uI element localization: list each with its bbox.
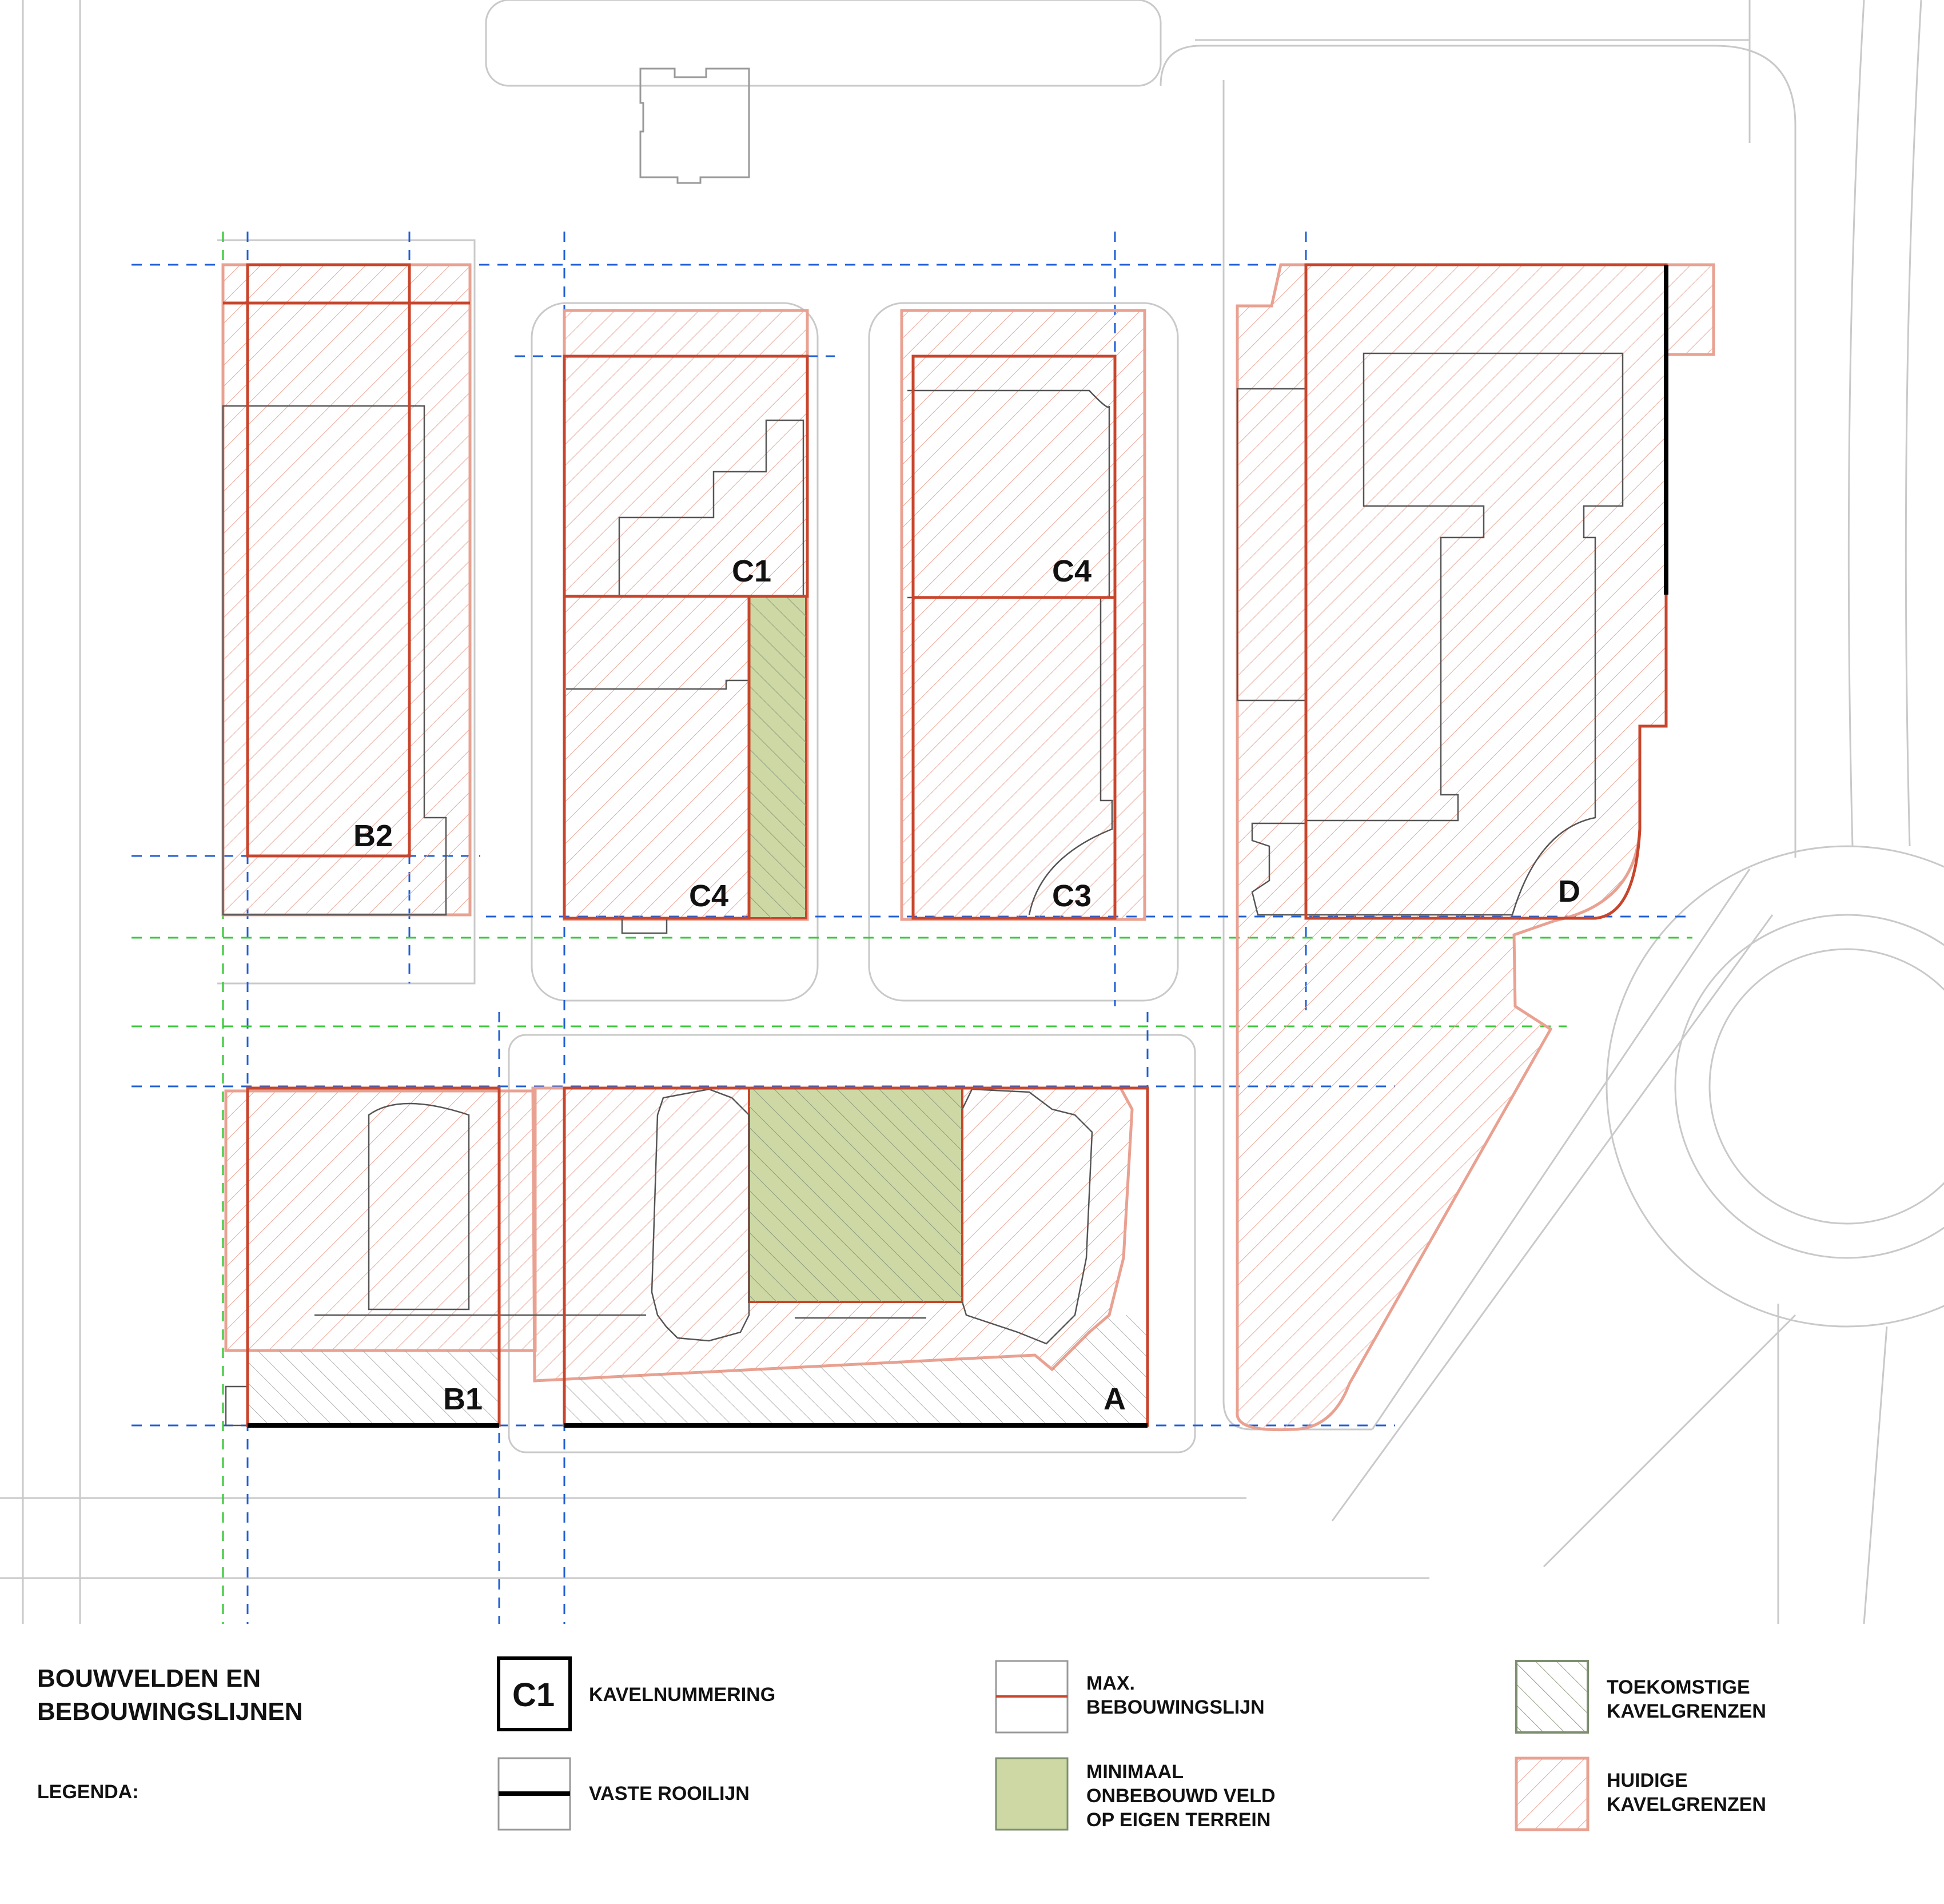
parcel-d [1236,263,1715,1432]
legend-c1-box [497,1656,572,1731]
label-c3: C3 [1052,879,1091,913]
block-c-west-outline [531,302,819,1002]
legend-toekomstig-line2: KAVELGRENZEN [1607,1700,1766,1722]
legend-huidig-line1: HUIDIGE [1607,1770,1688,1791]
legend-title-line2: BEBOUWINGSLIJNEN [37,1698,302,1726]
future-b1 [248,1351,499,1425]
diagonal-road-1 [1371,869,1751,1430]
legend-huidig-box [1515,1756,1590,1831]
building-a-east [961,1088,1093,1345]
label-c1: C1 [732,554,771,588]
building-b2 [222,405,447,916]
building-b1 [368,1102,470,1311]
block-c-east-outline [868,302,1179,1002]
legend-max-line1: MAX. [1086,1672,1135,1694]
future-parcels [248,1315,1148,1425]
legend-subtitle: LEGENDA: [37,1781,139,1803]
label-d: D [1558,874,1580,909]
east-road-2 [1905,0,1922,847]
unbuilt-a-hatch [749,1088,962,1302]
building-d [1251,352,1624,916]
label-c4-top: C4 [1052,554,1091,588]
legend-onbebouwd-line1: MINIMAAL [1086,1761,1184,1783]
diagonal-road-3 [1543,1314,1796,1568]
legend-background [0,1624,1944,1904]
context-layer [0,0,1944,1624]
fixed-building-lines [248,265,1668,1428]
legend-toekomstig-line1: TOEKOMSTIGE [1607,1676,1750,1698]
road-north-curb [1160,45,1796,858]
block-b-outline [217,239,476,985]
max-b2 [246,263,411,858]
legend-c1-symbol: C1 [512,1676,555,1714]
legend-onbebouwd-line2: ONBEBOUWD VELD [1086,1785,1276,1807]
block-d-outline [1222,80,1372,1431]
north-building-outline [639,67,750,184]
roundabout-middle [1674,914,1944,1259]
building-c4-west [566,679,749,690]
max-d [1304,263,1668,920]
legend-max-line2: BEBOUWINGSLIJN [1086,1696,1265,1718]
b1-annex [225,1385,249,1427]
label-c4-bottom: C4 [689,879,728,913]
plot-labels: B2 C1 C4 C4 C3 D B1 A [353,554,1580,1416]
south-east-road-2 [1863,1326,1888,1624]
unbuilt-zones [748,595,963,1303]
parcel-c3-c4-east [900,309,1146,921]
current-parcels [221,263,1715,1432]
east-road-1 [1847,0,1865,847]
label-a: A [1104,1382,1126,1416]
legend-kavelnummering-label: KAVELNUMMERING [589,1684,775,1706]
legend-onbebouwd-line3: OP EIGEN TERREIN [1086,1809,1270,1831]
roundabout-inner [1708,948,1944,1225]
diagonal-road-2 [1331,914,1774,1521]
building-c1 [618,419,804,596]
legend-onbebouwd-box [995,1757,1069,1831]
existing-buildings [222,352,1624,1427]
building-c4-east [907,389,1110,598]
legend-huidig-line2: KAVELGRENZEN [1607,1794,1766,1815]
max-c4-west [563,595,751,920]
roundabout-outer [1606,845,1944,1328]
label-b1: B1 [443,1382,483,1416]
legend-toekomstig-box [1515,1660,1589,1734]
parcel-b1 [224,1089,537,1352]
label-b2: B2 [353,819,393,853]
max-c3 [911,596,1117,920]
legend-rooilijn-label: VASTE ROOILIJN [589,1783,750,1805]
building-c3 [907,596,1113,915]
building-a-west [651,1088,750,1342]
unbuilt-c4-hatch [749,596,806,918]
future-a [564,1315,1148,1425]
legend-title-line1: BOUWVELDEN EN [37,1664,261,1692]
legend: BOUWVELDEN EN BEBOUWINGSLIJNEN LEGENDA: … [0,1624,1944,1904]
north-block-outline [485,0,1162,87]
